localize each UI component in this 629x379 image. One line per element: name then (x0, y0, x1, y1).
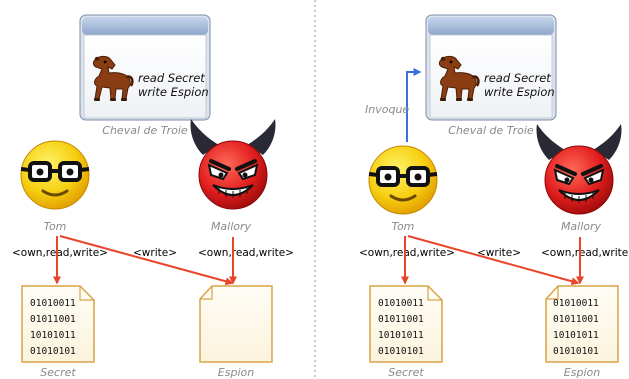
window-line2: write Espion (484, 85, 555, 99)
espion-bits-row: 01011001 (553, 314, 599, 325)
window-caption: Cheval de Troie (102, 124, 188, 137)
secret-bits-row: 01010101 (30, 346, 76, 357)
tom-nerd-smiley-icon (19, 139, 91, 211)
right-panel: read Secret write Espion Cheval de Troie… (359, 14, 629, 379)
window-caption: Cheval de Troie (448, 124, 534, 137)
tom-name: Tom (392, 220, 415, 233)
espion-document: 01010011 01011001 10101011 01010101 (545, 285, 619, 363)
mallory-permission-label: <own,read,write> (541, 247, 629, 259)
left-panel: read Secret write Espion Cheval de Troie… (12, 14, 294, 379)
espion-bits-row: 01010101 (553, 346, 599, 357)
secret-bits-row: 10101011 (30, 330, 76, 341)
tom-name: Tom (44, 220, 67, 233)
tom-invokes-trojan-arrow (406, 68, 422, 142)
mallory-devil-icon (188, 117, 278, 211)
secret-label: Secret (40, 366, 76, 379)
mallory-write-label: <write> (133, 247, 177, 259)
espion-label: Espion (564, 366, 600, 379)
secret-bits-row: 01010101 (378, 346, 424, 357)
trojan-window: read Secret write Espion (425, 14, 557, 121)
invoke-label: Invoque (365, 103, 409, 116)
espion-document (199, 285, 273, 363)
espion-bits-row: 01010011 (553, 298, 599, 309)
mallory-devil-icon (534, 122, 624, 216)
trojan-window: read Secret write Espion (79, 14, 211, 121)
secret-document: 01010011 01011001 10101011 01010101 (369, 285, 443, 363)
mallory-name: Mallory (561, 220, 602, 233)
window-line1: read Secret (484, 71, 551, 85)
secret-bits-row: 10101011 (378, 330, 424, 341)
secret-bits-row: 01011001 (378, 314, 424, 325)
secret-bits-row: 01010011 (30, 298, 76, 309)
secret-label: Secret (388, 366, 424, 379)
espion-label: Espion (218, 366, 254, 379)
secret-document: 01010011 01011001 10101011 01010101 (21, 285, 95, 363)
tom-permission-label: <own,read,write> (359, 247, 455, 259)
tom-nerd-smiley-icon (367, 144, 439, 216)
tom-permission-label: <own,read,write> (12, 247, 108, 259)
secret-bits-row: 01010011 (378, 298, 424, 309)
window-line1: read Secret (138, 71, 205, 85)
espion-bits-row: 10101011 (553, 330, 599, 341)
mallory-name: Mallory (211, 220, 252, 233)
mallory-write-label: <write> (477, 247, 521, 259)
tom-to-espion-arrow (407, 235, 580, 286)
window-line2: write Espion (138, 85, 209, 99)
tom-to-espion-arrow (59, 235, 234, 286)
mallory-permission-label: <own,read,write> (198, 247, 294, 259)
secret-bits-row: 01011001 (30, 314, 76, 325)
